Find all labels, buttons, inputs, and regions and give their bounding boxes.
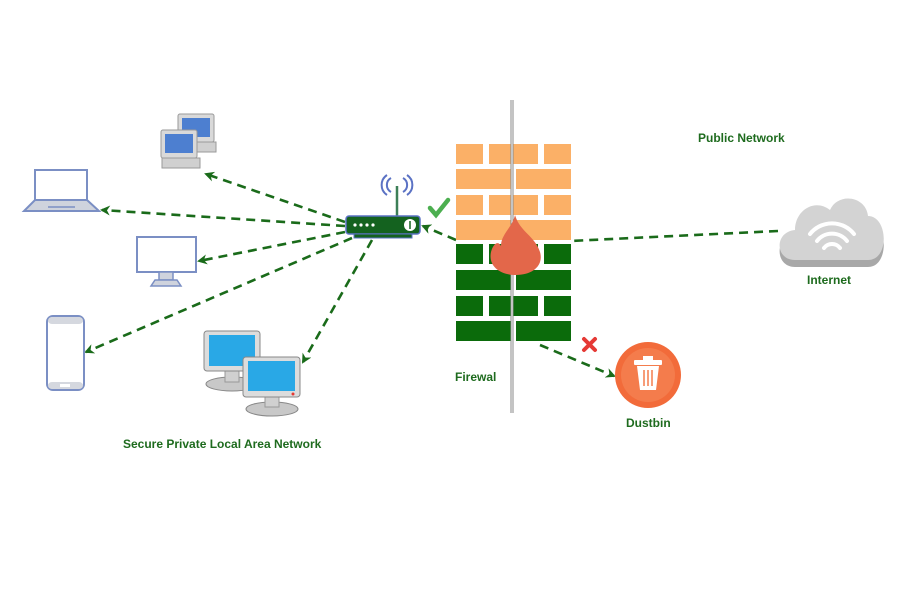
flame-icon bbox=[490, 215, 541, 275]
link-router-phone bbox=[84, 236, 353, 354]
link-firewall-dustbin bbox=[539, 343, 616, 378]
link-router-monitor bbox=[197, 230, 346, 265]
internet-label: Internet bbox=[807, 273, 852, 287]
firewall-label: Firewal bbox=[455, 370, 497, 384]
brick-wall-icon bbox=[456, 100, 571, 413]
cloud-wifi-icon bbox=[779, 198, 884, 267]
lan-label: Secure Private Local Area Network bbox=[123, 437, 322, 451]
link-router-desktop-small bbox=[204, 171, 346, 224]
link-router-desktop-large bbox=[301, 239, 374, 364]
laptop-icon bbox=[21, 169, 102, 212]
desktop-pair-large-icon bbox=[203, 330, 301, 417]
public-network-label: Public Network bbox=[698, 131, 785, 145]
link-internet-firewall bbox=[569, 229, 779, 243]
cross-icon bbox=[582, 337, 597, 352]
smartphone-icon bbox=[46, 315, 85, 391]
checkmark-icon bbox=[427, 197, 451, 219]
wifi-router-icon bbox=[345, 174, 421, 239]
monitor-icon bbox=[136, 236, 197, 287]
link-router-laptop bbox=[100, 205, 346, 228]
dustbin-label: Dustbin bbox=[626, 416, 671, 430]
trash-icon bbox=[615, 342, 681, 408]
desktop-pair-small-icon bbox=[160, 113, 217, 169]
link-firewall-router bbox=[421, 224, 457, 242]
